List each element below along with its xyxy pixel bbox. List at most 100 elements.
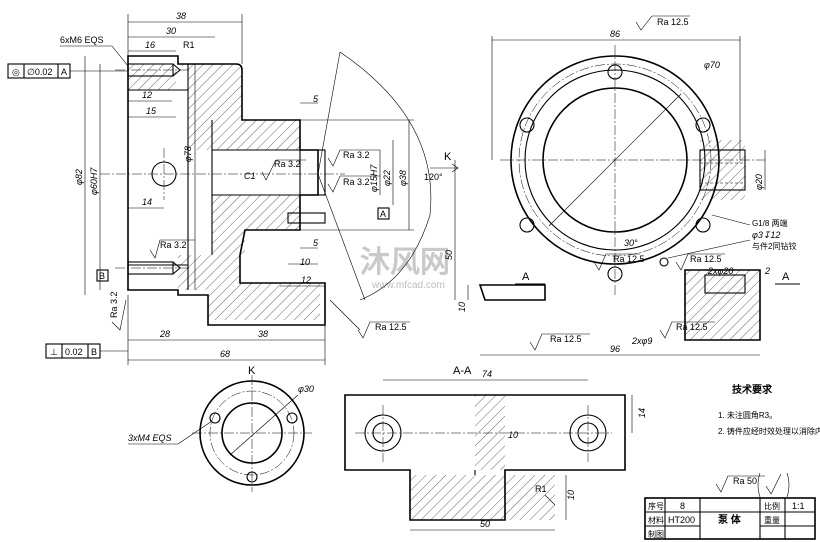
dim-12b: 12 [301,275,311,285]
dim-28: 28 [159,329,170,339]
aa-dim-10: 10 [508,430,518,440]
tb-drawn-label: 制图 [648,529,664,539]
watermark: 沐风网 www.mfcad.com [360,246,450,291]
ra-32a-symbol [261,159,306,181]
dim-5b: 5 [313,238,319,248]
dim-20: φ20 [754,174,764,190]
k-dim-30: φ30 [298,384,314,394]
perp-datum: B [91,347,97,357]
dim-68: 68 [220,349,230,359]
ra-side-text: Ra 3.2 [109,291,119,318]
dim-2: 2 [764,266,770,276]
dim-78: φ78 [183,146,193,162]
front-small-bore [299,149,326,196]
front-hatch-flange-bottom [178,255,320,320]
datum-a-box [377,207,390,220]
view-k-arrow [430,163,459,173]
tb-scale-value: 1:1 [792,501,805,511]
dim-2x20: 2xφ20 [707,266,733,276]
dim-82: φ82 [74,169,84,185]
ra-125b-symbol [357,321,410,339]
ra-125c-symbol [593,253,640,271]
top-base-slot [704,274,746,294]
datum-b: B [99,271,105,281]
front-hatch-flange-top [178,64,242,150]
front-outline [127,55,326,326]
aa-dim-14: 14 [637,408,647,418]
dim-38c: 38 [258,329,268,339]
general-check-symbol [765,473,782,495]
dim-38: 38 [176,11,186,21]
ra-125b: Ra 12.5 [375,322,407,332]
g18-leader [711,214,751,226]
k-view: K φ30 3xM4 EQS [128,365,314,492]
d3-leader [667,239,751,259]
dim-15: 15 [146,106,157,116]
dim-16: 16 [145,40,155,50]
section-mark-left: A [522,271,530,283]
k-view-label: K [248,365,256,377]
ra-125e: Ra 12.5 [550,334,582,344]
tb-material-label: 材料 [648,515,664,525]
aa-dim-50: 50 [480,519,490,529]
aa-dim-r1: R1 [535,484,547,494]
top-bolt-hole-2 [519,117,535,133]
top-base-left [478,284,546,301]
ra-side-symbol [111,299,127,331]
ra-125d: Ra 12.5 [690,254,722,264]
title-block: 序号 8 材料 HT200 制图 泵 体 比例 1:1 重量 [644,497,816,540]
ra-32a: Ra 3.2 [274,159,301,169]
section-aa-web-hatch [475,395,505,470]
dim-10-top: 10 [457,302,467,312]
dim-5a: 5 [313,94,319,104]
section-mark-right: A [782,271,790,283]
tb-part-name: 泵 体 [718,513,742,526]
dim-d3-note: 与件2同钻铰 [752,241,796,251]
front-angle-text: 120° [424,172,443,182]
top-view: 86 φ70 φ20 50 10 30° 96 G1/8 两端 φ3↧12 与件… [444,29,800,356]
k-dim-30-leader [229,394,299,456]
notes-item-1: 1. 未注圆角R3。 [718,410,777,420]
coax-tolerance-frame: ◎ ∅0.02 A [7,63,128,79]
ra-125b-leader [329,299,361,331]
k-dim-thread: 3xM4 EQS [128,433,172,443]
ra-125f: Ra 12.5 [676,322,708,332]
aa-dim-10b: 10 [566,490,576,500]
dim-60h7: φ60H7 [89,167,99,195]
ra-32d: Ra 3.2 [160,240,187,250]
aa-dim-74: 74 [482,369,492,379]
top-bolt-hole-4 [519,217,535,233]
section-aa-web-joint [474,470,506,475]
ra-125f-symbol [659,321,715,339]
datum-b-marker: B [96,269,109,282]
dim-96: 96 [610,344,620,354]
section-aa-base-hatch [410,475,555,520]
top-base-right-hatch [685,270,760,340]
ra-125-inner: Ra 3.2 [343,150,370,160]
general-roughness: Ra 50 [715,472,790,498]
ra-125c: Ra 12.5 [613,254,645,264]
dim-10: 10 [300,257,310,267]
k-hole-1 [209,412,221,424]
front-angle-leader-b [317,173,366,301]
dim-86: 86 [610,29,620,39]
ra-top-text: Ra 12.5 [657,17,689,27]
dim-r1: R1 [183,40,195,50]
aa-r1-leader [544,494,556,506]
dim-c1: C1 [244,171,256,181]
general-ra-symbol [715,475,765,493]
ra-32b-symbol [327,149,380,167]
tb-material-value: HT200 [668,515,695,525]
dim-30-deg: 30° [624,238,638,248]
ra-125d-symbol [675,253,725,271]
dim-22: φ22 [382,170,392,186]
dim-50: 50 [444,250,454,260]
thread-leader [111,45,129,67]
top-bolt-hole-5 [695,217,711,233]
dim-15h7: φ15H7 [369,164,379,192]
ra-125e-symbol [529,333,590,351]
k-thread-leader [177,420,213,445]
front-pin-hole [287,212,326,224]
tb-weight-label: 重量 [764,515,780,525]
dim-thread: 6xM6 EQS [60,35,104,45]
